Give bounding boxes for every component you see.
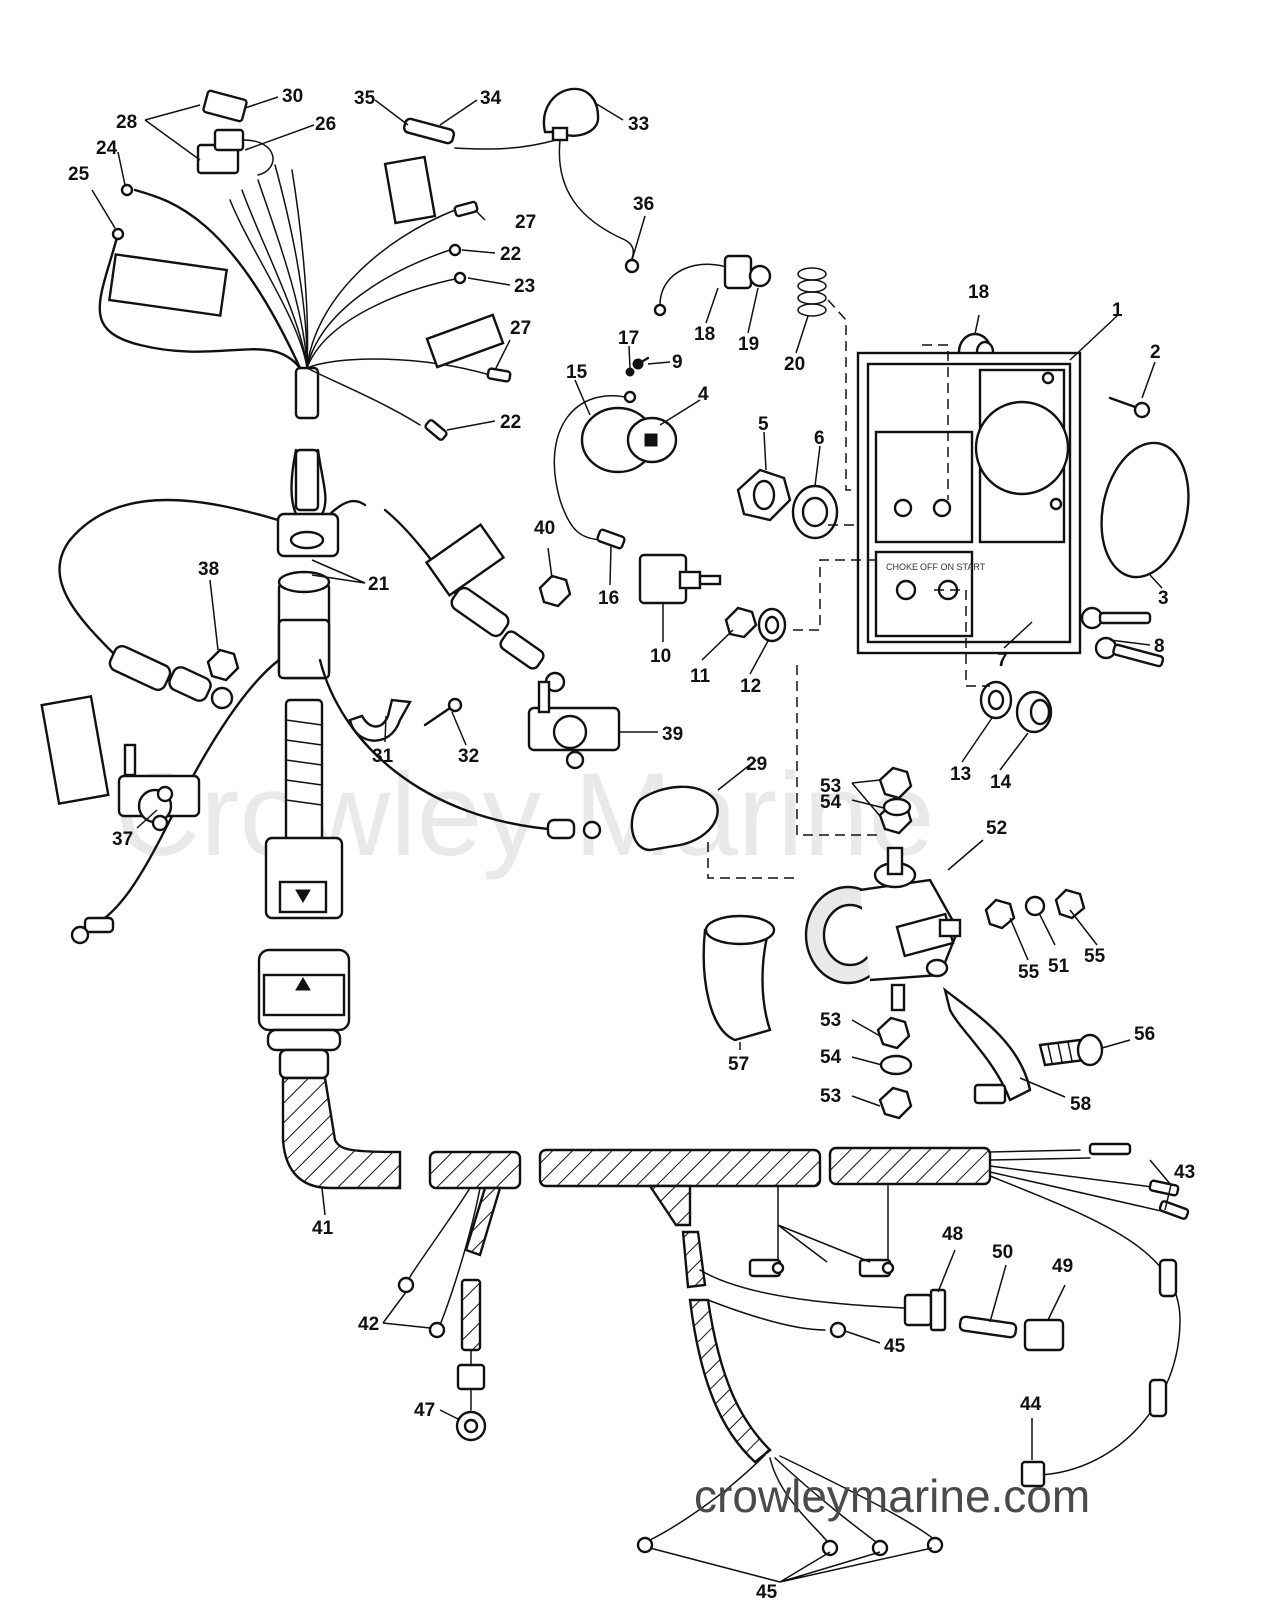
callout-40: 40 [534,518,555,539]
callout-4: 4 [698,384,709,405]
callout-21: 21 [368,574,390,595]
callout-9: 9 [672,352,683,373]
callout-labels: 1 2 3 4 5 6 7 8 9 10 11 12 13 14 15 16 1… [68,86,1195,1603]
callout-3: 3 [1158,588,1169,609]
small-nuts [984,888,1086,930]
callout-36: 36 [633,194,654,215]
callout-26: 26 [315,114,336,135]
callout-34: 34 [480,88,502,109]
callout-39: 39 [662,724,683,745]
callout-54-bottom: 54 [820,1047,842,1068]
callout-45-mid: 45 [884,1336,906,1357]
callout-1: 1 [1112,300,1123,321]
callout-11: 11 [690,666,711,687]
callout-57: 57 [728,1054,749,1075]
lower-harness [257,948,1190,1557]
callout-54-top: 54 [820,792,842,813]
callout-7: 7 [997,650,1008,671]
callout-38: 38 [198,559,219,580]
callout-20: 20 [784,354,805,375]
callout-27-mid: 27 [510,318,531,339]
upper-harness [98,89,512,512]
callout-18-left: 18 [694,324,715,345]
bolt-and-bracket [942,986,1104,1105]
callout-32: 32 [458,746,479,767]
callout-10: 10 [650,646,671,667]
callout-35: 35 [354,88,376,109]
leader-lines [91,96,1172,1583]
callout-28: 28 [116,112,137,133]
callout-6: 6 [814,428,825,449]
lead-wire-with-fuse-holder [402,87,640,274]
callout-2: 2 [1150,342,1161,363]
callout-50: 50 [992,1242,1013,1263]
callout-33: 33 [628,114,649,135]
callout-52: 52 [986,818,1007,839]
callout-41: 41 [312,1218,334,1239]
panel-label-choke: CHOKE [886,562,918,572]
callout-17: 17 [618,328,639,349]
callout-55-left: 55 [1018,962,1040,983]
callout-42: 42 [358,1314,379,1335]
callout-29: 29 [746,754,767,775]
callout-13: 13 [950,764,971,785]
callout-19: 19 [738,334,759,355]
callout-37: 37 [112,829,133,850]
callout-23: 23 [514,276,535,297]
callout-8: 8 [1154,636,1165,657]
callout-43: 43 [1174,1162,1195,1183]
instrument-panel: CHOKE OFF ON START [856,351,1082,655]
callout-53-top: 53 [820,776,841,797]
callout-12: 12 [740,676,761,697]
callout-22-bottom: 22 [500,412,521,433]
alignment-lines [707,299,990,879]
callout-30: 30 [282,86,303,107]
terminals-and-clamps [117,574,719,852]
callout-24: 24 [96,138,118,159]
sleeve [702,914,776,1042]
callout-47: 47 [414,1400,435,1421]
callout-53-mid: 53 [820,1010,841,1031]
watermark-center: Crowley Marine [115,749,935,881]
callout-49: 49 [1052,1256,1073,1277]
watermark-url: crowleymarine.com [694,1470,1090,1522]
callout-18-right: 18 [968,282,989,303]
solenoid [804,766,962,1120]
callout-44: 44 [1020,1394,1042,1415]
callout-25: 25 [68,164,90,185]
callout-31: 31 [372,746,394,767]
callout-51: 51 [1048,956,1070,977]
callout-48: 48 [942,1224,963,1245]
callout-53-bottom: 53 [820,1086,841,1107]
callout-27-top: 27 [515,212,536,233]
callout-15: 15 [566,362,588,383]
callout-22-top: 22 [500,244,521,265]
callout-45-bottom: 45 [756,1582,778,1603]
callout-5: 5 [758,414,769,435]
callout-56: 56 [1134,1024,1155,1045]
callout-58: 58 [1070,1094,1091,1115]
callout-14: 14 [990,772,1012,793]
callout-16: 16 [598,588,619,609]
panel-label-off-on-start: OFF ON START [920,562,986,572]
callout-55-right: 55 [1084,946,1106,967]
